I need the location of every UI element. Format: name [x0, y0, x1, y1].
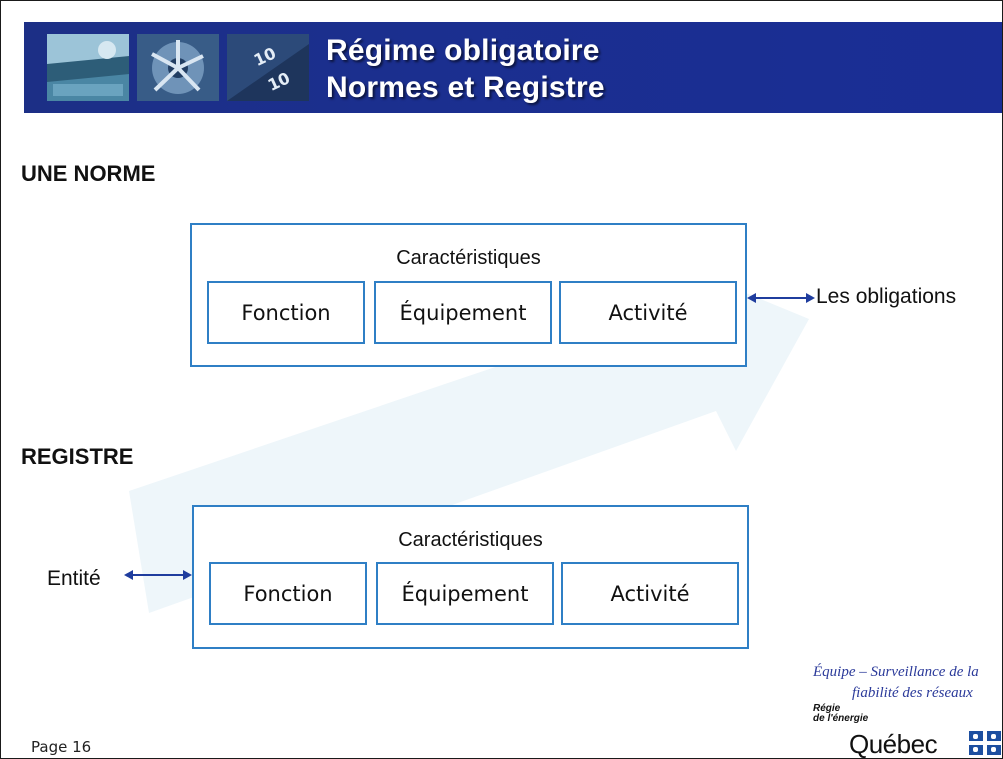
norme-cell-fonction: Fonction	[207, 281, 365, 344]
section-heading-norme: UNE NORME	[21, 161, 156, 186]
norme-cell-activite: Activité	[559, 281, 737, 344]
dam-photo-icon	[47, 34, 129, 101]
norme-characteristics-panel: Caractéristiques Fonction Équipement Act…	[190, 223, 747, 367]
norme-cell-equipement: Équipement	[374, 281, 552, 344]
norme-double-arrow	[747, 293, 815, 303]
regie-line-1: Régie	[813, 703, 841, 714]
page-number: Page 16	[31, 738, 92, 756]
regie-line-2: de l'énergie	[813, 713, 869, 724]
obligations-label: Les obligations	[816, 285, 957, 308]
registre-cell-fonction: Fonction	[209, 562, 367, 625]
registre-cell-activite: Activité	[561, 562, 739, 625]
registre-characteristics-panel: Caractéristiques Fonction Équipement Act…	[192, 505, 749, 649]
quebec-flag-icon	[969, 731, 1001, 755]
regie-logo-text: Régie de l'énergie	[813, 704, 868, 724]
team-line-1: Équipe – Surveillance de la	[813, 664, 979, 680]
registre-double-arrow	[124, 570, 192, 580]
norme-caption: Caractéristiques	[396, 247, 541, 269]
header-banner: 10 10 Régime obligatoire Normes et Regis…	[24, 22, 1002, 113]
slide-title: Régime obligatoire Normes et Registre	[326, 32, 605, 106]
meter-photo-icon: 10 10	[227, 34, 309, 101]
quebec-wordmark: Québec	[849, 729, 938, 759]
registre-caption: Caractéristiques	[398, 529, 543, 551]
team-line-2: fiabilité des réseaux	[852, 685, 973, 701]
entite-label: Entité	[47, 567, 101, 590]
section-heading-registre: REGISTRE	[21, 444, 134, 469]
title-line-2: Normes et Registre	[326, 71, 605, 104]
title-line-1: Régime obligatoire	[326, 34, 600, 67]
turbine-photo-icon	[137, 34, 219, 101]
registre-cell-equipement: Équipement	[376, 562, 554, 625]
